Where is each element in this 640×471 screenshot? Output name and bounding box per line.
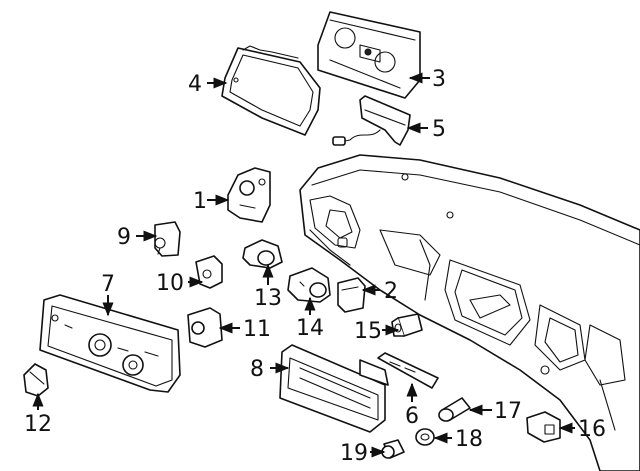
callout-1: 1 bbox=[193, 189, 207, 214]
bezel-strip-part bbox=[377, 352, 439, 389]
callout-9: 9 bbox=[117, 225, 131, 250]
callout-8: 8 bbox=[250, 357, 264, 382]
callout-16: 16 bbox=[578, 417, 606, 442]
switch-2-part bbox=[337, 277, 366, 313]
headlamp-switch-part bbox=[227, 167, 271, 223]
callout-11: 11 bbox=[243, 317, 271, 342]
cluster-lens-part bbox=[221, 45, 321, 136]
knob-12-part bbox=[23, 363, 49, 397]
callout-2: 2 bbox=[384, 279, 398, 304]
callout-13: 13 bbox=[254, 286, 282, 311]
connector-15-part bbox=[391, 313, 423, 337]
switch-11-part bbox=[187, 307, 223, 348]
callout-15: 15 bbox=[354, 319, 382, 344]
leader-lines bbox=[32, 72, 575, 458]
callout-10: 10 bbox=[156, 271, 184, 296]
callout-6: 6 bbox=[405, 404, 419, 429]
callout-12: 12 bbox=[24, 412, 52, 437]
callout-4: 4 bbox=[188, 72, 202, 97]
switch-9-part bbox=[154, 221, 181, 257]
callout-5: 5 bbox=[432, 117, 446, 142]
callout-labels: 1 2 3 4 5 6 7 8 9 10 11 12 13 14 15 16 1… bbox=[24, 67, 606, 466]
callout-18: 18 bbox=[455, 427, 483, 452]
climate-panel-part bbox=[39, 294, 181, 393]
callout-7: 7 bbox=[101, 272, 115, 297]
control-module-part bbox=[279, 344, 389, 433]
callout-14: 14 bbox=[296, 316, 324, 341]
instrument-cluster-part bbox=[317, 11, 421, 99]
callout-17: 17 bbox=[494, 399, 522, 424]
plug-18-part bbox=[415, 428, 435, 446]
block-16-part bbox=[526, 411, 561, 443]
knob-14-part bbox=[287, 267, 331, 303]
knob-13-part bbox=[242, 239, 283, 269]
cluster-bracket-part bbox=[332, 95, 411, 146]
switch-10-part bbox=[195, 255, 223, 289]
callout-3: 3 bbox=[432, 67, 446, 92]
cylinder-17-part bbox=[438, 397, 471, 422]
plug-19-part bbox=[381, 439, 405, 459]
callout-19: 19 bbox=[340, 441, 368, 466]
